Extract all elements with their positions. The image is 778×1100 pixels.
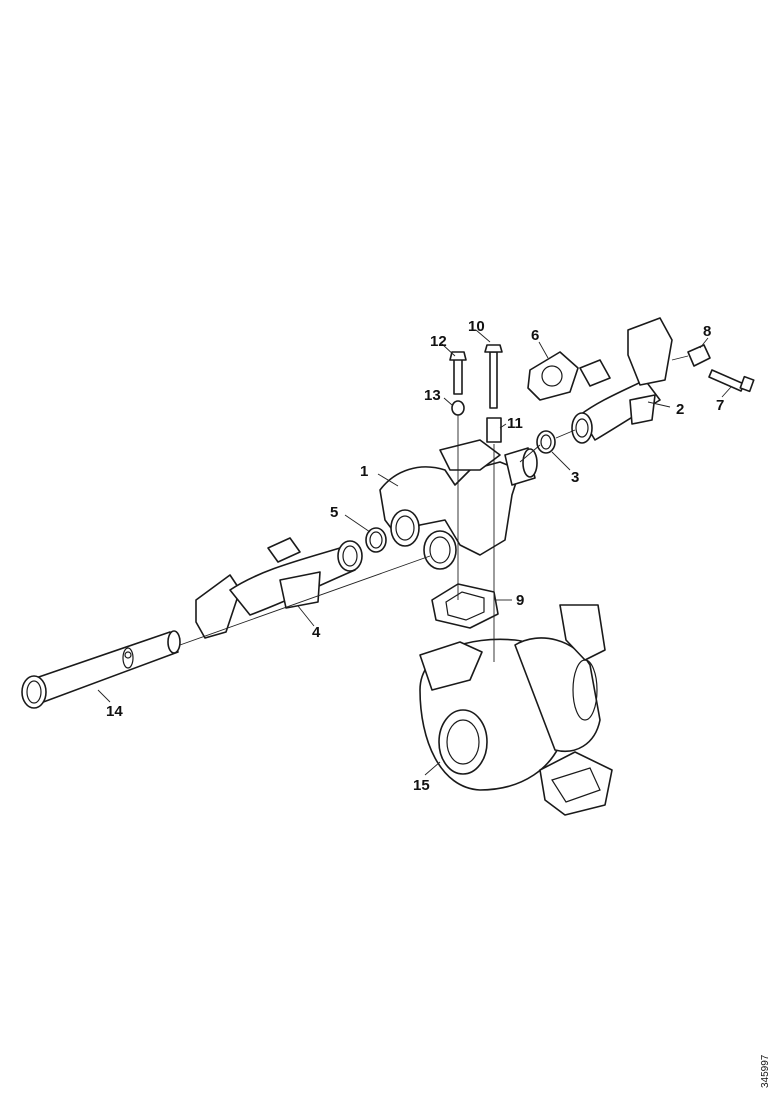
- spacer-part-13: [451, 400, 465, 416]
- gasket-part-9: [431, 583, 499, 629]
- callout-5: 5: [330, 504, 338, 521]
- callout-12: 12: [430, 333, 447, 350]
- callout-10: 10: [468, 318, 485, 335]
- manifold-part-2: [571, 317, 673, 444]
- sleeve-part-8: [687, 344, 711, 367]
- callout-2: 2: [676, 401, 684, 418]
- callout-7: 7: [716, 397, 724, 414]
- gasket-part-5: [365, 527, 387, 553]
- callout-14: 14: [106, 703, 123, 720]
- callout-1: 1: [360, 463, 368, 480]
- document-id: 345997: [760, 1054, 771, 1088]
- manifold-part-4: [195, 537, 363, 639]
- gasket-part-6: [527, 351, 579, 401]
- callout-leaders: [97, 329, 732, 776]
- bolt-part-7: [708, 369, 755, 393]
- callout-8: 8: [703, 323, 711, 340]
- callout-6: 6: [531, 327, 539, 344]
- stud-part-10: [484, 344, 503, 409]
- callout-3: 3: [571, 469, 579, 486]
- callout-labels: 1 2 3 4 5 6 7 8 9 10 11 12 13 14 15: [106, 318, 724, 794]
- assembly-lines: [179, 355, 689, 662]
- gasket-part-3: [536, 430, 556, 454]
- callout-9: 9: [516, 592, 524, 609]
- callout-11: 11: [507, 415, 523, 432]
- pipe-part-14: [21, 630, 181, 709]
- manifold-part-1: [379, 439, 538, 570]
- callout-13: 13: [424, 387, 441, 404]
- bolt-part-12: [449, 351, 467, 395]
- sleeve-part-11: [486, 417, 502, 443]
- callout-4: 4: [312, 624, 321, 641]
- callout-15: 15: [413, 777, 430, 794]
- turbocharger-part-15: [419, 604, 613, 816]
